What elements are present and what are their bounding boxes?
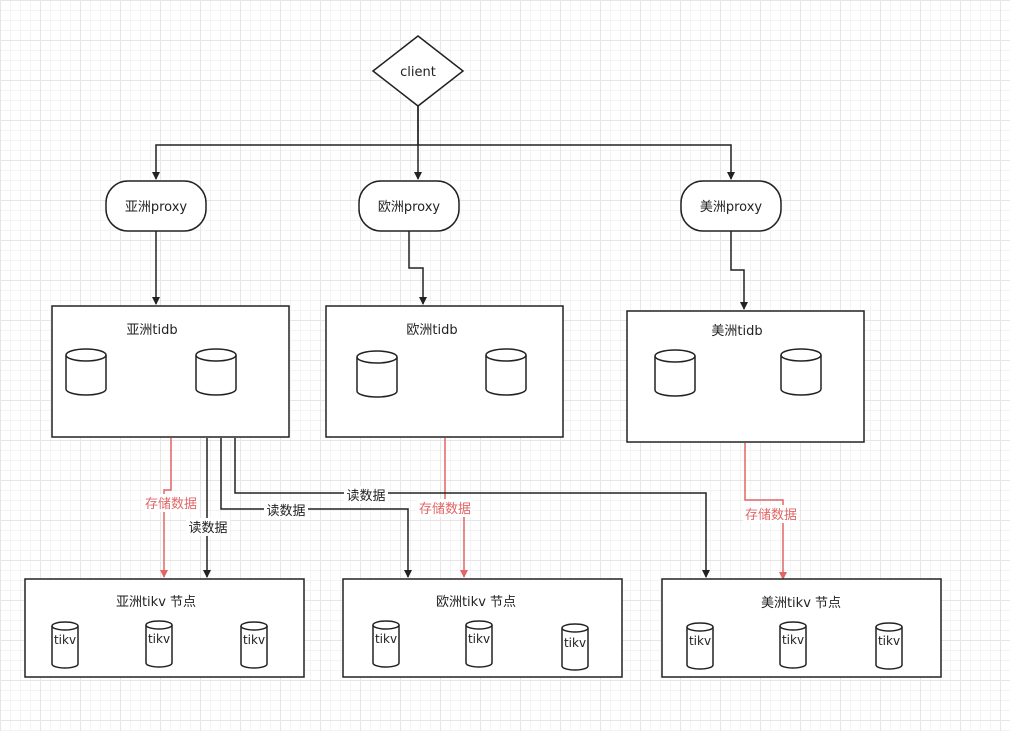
tikv-group-europe-label: 欧洲tikv 节点 [436,595,516,610]
tikv-label: tikv [375,632,397,646]
tikv-label: tikv [148,632,170,646]
svg-text:读数据: 读数据 [188,521,227,536]
tidb-asia-frame [51,305,290,438]
tikv-group-europe[interactable]: 欧洲tikv 节点 tikv tikv tikv [342,578,623,678]
client-label: client [400,65,436,80]
tidb-asia[interactable]: 亚洲tidb [51,305,290,438]
edge-europe-proxy-tidb [408,231,427,305]
tikv-group-asia[interactable]: 亚洲tikv 节点 tikv tikv tikv [24,578,305,678]
database-icon [780,348,822,396]
edge-read-europe [220,438,412,578]
edge-store-america [744,443,787,580]
edge-label-store-america: 存储数据 [743,505,799,523]
tidb-europe-label: 欧洲tidb [406,323,457,338]
tikv-node[interactable]: tikv [51,621,79,669]
database-icon [195,348,237,396]
client-to-proxies-edges [152,106,735,180]
tidb-america-label: 美洲tidb [711,324,762,339]
svg-text:存储数据: 存储数据 [145,497,197,512]
proxy-america-label: 美洲proxy [700,200,763,215]
edge-read-america [234,438,710,578]
tikv-node[interactable]: tikv [875,622,903,670]
svg-text:读数据: 读数据 [346,489,385,504]
tikv-group-america[interactable]: 美洲tikv 节点 tikv tikv tikv [661,578,942,678]
database-icon [485,348,527,396]
tikv-label: tikv [243,633,265,647]
edge-store-asia [160,438,172,578]
tikv-label: tikv [782,633,804,647]
client-node[interactable]: client [371,35,465,107]
edge-america-proxy-tidb [730,231,748,310]
edge-label-read-america: 读数据 [344,486,388,504]
tikv-node[interactable]: tikv [240,621,268,669]
edge-label-store-asia: 存储数据 [143,494,199,512]
tikv-node[interactable]: tikv [779,621,807,669]
tikv-node[interactable]: tikv [465,620,493,668]
tikv-node[interactable]: tikv [686,622,714,670]
tikv-group-asia-label: 亚洲tikv 节点 [116,595,196,610]
proxy-asia[interactable]: 亚洲proxy [105,180,207,232]
tikv-node[interactable]: tikv [372,620,400,668]
tidb-europe[interactable]: 欧洲tidb [325,305,564,438]
proxy-america[interactable]: 美洲proxy [680,180,782,232]
tidb-asia-label: 亚洲tidb [126,323,177,338]
svg-text:存储数据: 存储数据 [419,502,471,517]
proxy-asia-label: 亚洲proxy [125,200,188,215]
tikv-node[interactable]: tikv [561,623,589,671]
edge-label-read-europe: 读数据 [264,501,308,519]
tikv-label: tikv [689,634,711,648]
tikv-label: tikv [878,634,900,648]
tikv-label: tikv [468,632,490,646]
edge-client-asia-proxy [152,106,419,180]
edge-client-america-proxy [418,144,735,180]
database-icon [356,350,398,398]
client-diamond-shape [371,35,465,107]
tikv-group-america-label: 美洲tikv 节点 [761,596,841,611]
proxy-europe[interactable]: 欧洲proxy [358,180,460,232]
edge-label-read-asia: 读数据 [186,518,230,536]
edge-label-store-europe: 存储数据 [417,499,473,517]
tikv-label: tikv [54,633,76,647]
database-icon [654,349,696,397]
svg-text:存储数据: 存储数据 [745,508,797,523]
svg-text:读数据: 读数据 [266,504,305,519]
tidb-america[interactable]: 美洲tidb [626,310,865,443]
tikv-node[interactable]: tikv [145,620,173,668]
database-icon [65,348,107,396]
proxy-europe-label: 欧洲proxy [378,200,441,215]
tikv-label: tikv [564,636,586,650]
